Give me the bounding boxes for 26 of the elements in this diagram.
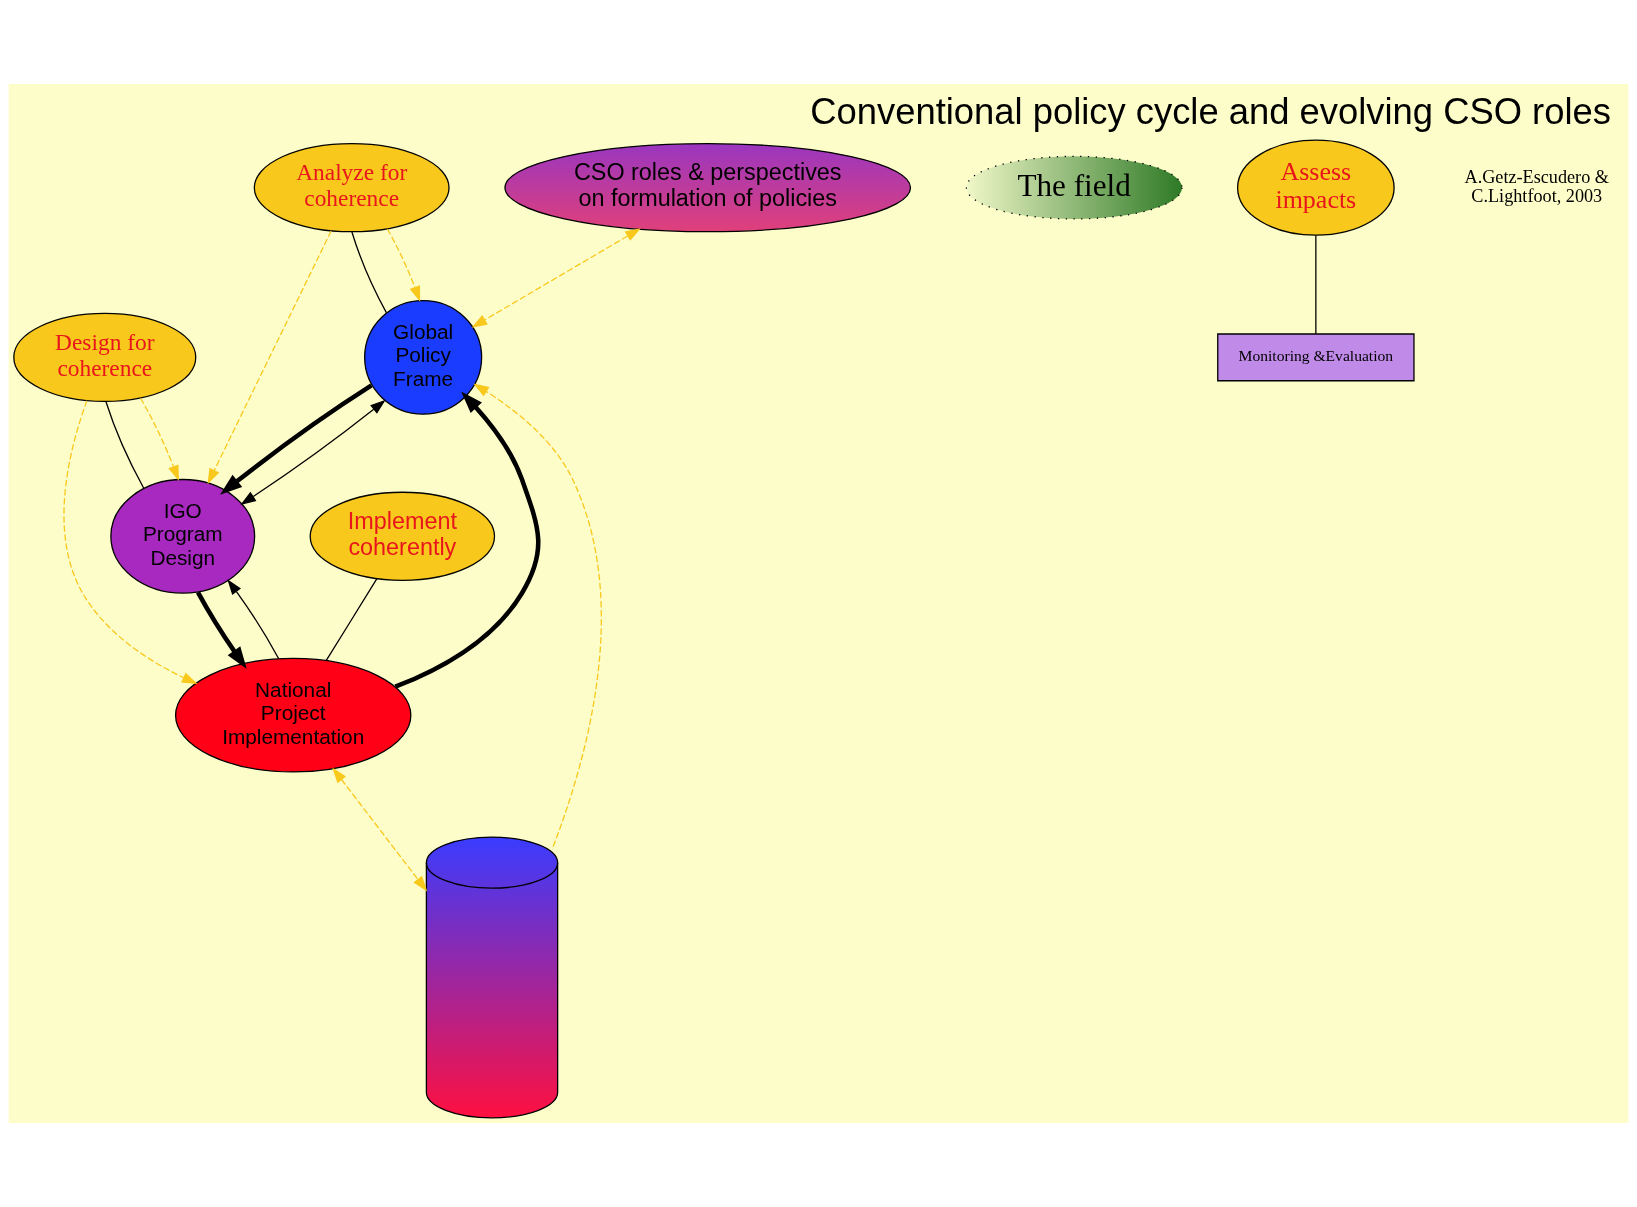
node-ellipse: National Project Implementation [174, 657, 412, 773]
arrow [473, 383, 602, 848]
arrow [227, 579, 280, 660]
arrow [63, 400, 198, 685]
arrow [240, 399, 386, 505]
arrow [394, 391, 541, 689]
arrow [332, 767, 428, 892]
node-ellipse: Implement coherently [309, 491, 496, 581]
diagram-title: Conventional policy cycle and evolving CSO roles [810, 90, 1611, 132]
label: A.Getz-Escudero & C.Lightfoot, 2003 [1464, 166, 1609, 207]
arrow [471, 228, 641, 328]
connector [325, 578, 378, 662]
connector [351, 231, 387, 314]
arrow [386, 228, 421, 302]
node-ellipse: Assess impacts [1236, 139, 1395, 236]
connector [105, 401, 145, 489]
node-ellipse: CSO roles & perspectives on formulation of policies [504, 143, 912, 233]
connector [1315, 234, 1317, 335]
node-ellipse: Design for coherence [13, 312, 197, 403]
node-ellipse: Analyze for coherence [253, 143, 450, 233]
node-ellipse: The field [965, 155, 1183, 220]
node-box: Monitoring &Evaluation [1217, 333, 1415, 382]
arrow [207, 230, 332, 485]
arrow [220, 383, 373, 495]
arrow [139, 397, 179, 481]
arrow [196, 591, 247, 669]
